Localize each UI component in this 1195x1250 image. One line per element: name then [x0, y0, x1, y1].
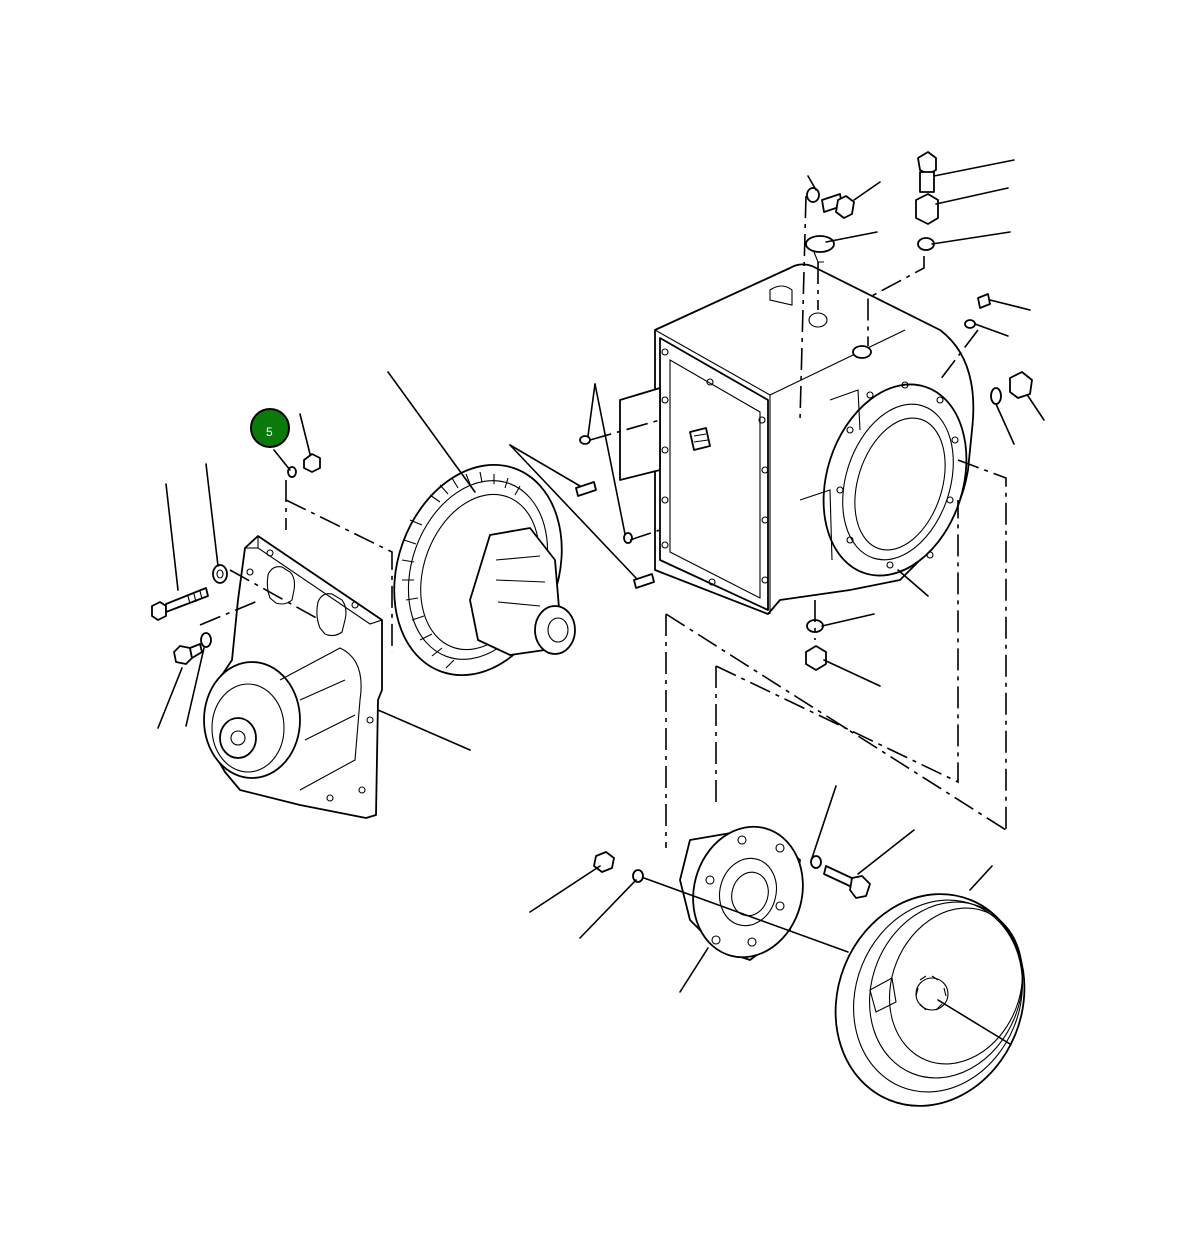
- breather-fitting: [915, 151, 939, 251]
- callout-bubble[interactable]: [250, 408, 290, 448]
- lock-washer-flange: [632, 869, 644, 883]
- output-flange: [679, 825, 804, 961]
- nut-flange: [593, 851, 615, 873]
- plug-right: [990, 371, 1033, 405]
- washer-left-lower: [200, 632, 212, 648]
- callout-label: 5: [266, 425, 273, 439]
- ring-gear-differential: [393, 463, 576, 677]
- small-nut-left: [579, 435, 633, 544]
- bolt-top: [821, 193, 855, 219]
- small-screw-right: [964, 293, 991, 329]
- brake-drum: [834, 893, 1026, 1107]
- flange-bolt: [810, 855, 871, 899]
- small-bolt-top: [287, 453, 321, 478]
- breather-cap: [805, 235, 835, 263]
- short-bolt: [173, 643, 203, 665]
- axle-housing: [619, 263, 975, 615]
- dowel-pin-lower: [633, 573, 655, 589]
- washer-left: [212, 564, 228, 584]
- dowel-pin-upper: [575, 481, 597, 497]
- drain-plug: [805, 645, 827, 671]
- long-bolt: [151, 587, 209, 621]
- callout-5[interactable]: 5: [250, 408, 290, 448]
- washer-top: [806, 187, 820, 203]
- bearing-carrier-cover: [203, 535, 383, 819]
